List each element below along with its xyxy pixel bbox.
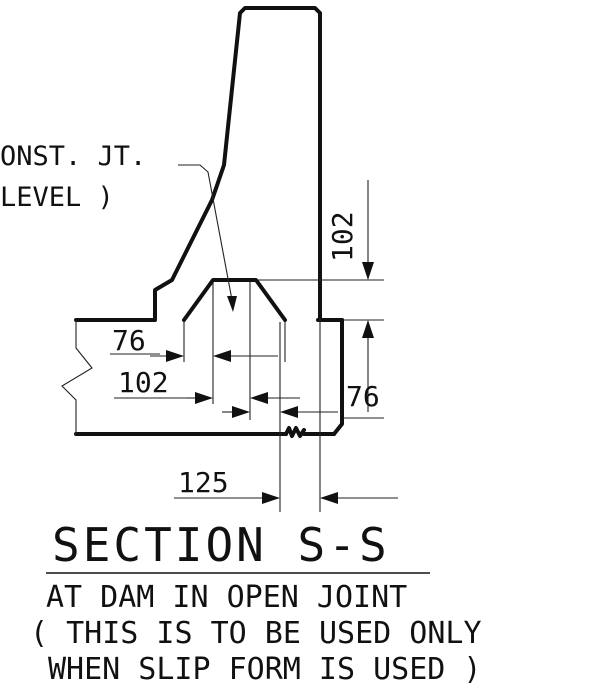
section-title: SECTION S-S — [52, 518, 390, 572]
note-line-3: WHEN SLIP FORM IS USED ) — [48, 652, 481, 687]
construction-joint-leader — [178, 164, 233, 301]
note-line-2: ( THIS IS TO BE USED ONLY — [30, 616, 482, 651]
dim-76-right-text: 76 — [346, 380, 380, 413]
dim-76-left-arrow — [166, 350, 184, 362]
dim-102-left-arrow — [195, 392, 213, 404]
dim-lower-arrow — [232, 406, 250, 418]
dim-76-vertical-arrow — [362, 320, 374, 338]
note-line-1: AT DAM IN OPEN JOINT — [46, 580, 407, 615]
shear-key — [182, 278, 287, 322]
dim-125-arrow-right — [320, 492, 338, 504]
dim-125-text: 125 — [178, 466, 229, 499]
construction-joint-leader-arrow — [227, 296, 237, 312]
dim-102-left-text: 102 — [118, 366, 169, 399]
break-line — [61, 320, 93, 434]
joint-dam-seal — [284, 426, 306, 438]
dim-lower-arrow-b — [280, 406, 298, 418]
dim-102-left-arrow-b — [250, 392, 268, 404]
dim-102-vertical-text: 102 — [326, 211, 359, 262]
dim-76-left-arrow-b — [213, 350, 231, 362]
dim-102-vertical-arrow — [362, 262, 374, 280]
barrier-wall-outline — [153, 6, 322, 320]
construction-joint-label-line1: ONST. JT. — [0, 141, 146, 172]
slab-right-edge — [332, 318, 344, 436]
dim-125-arrow-left — [262, 492, 280, 504]
dim-76-left-text: 76 — [112, 324, 146, 357]
construction-joint-label-line2: LEVEL ) — [0, 182, 114, 213]
